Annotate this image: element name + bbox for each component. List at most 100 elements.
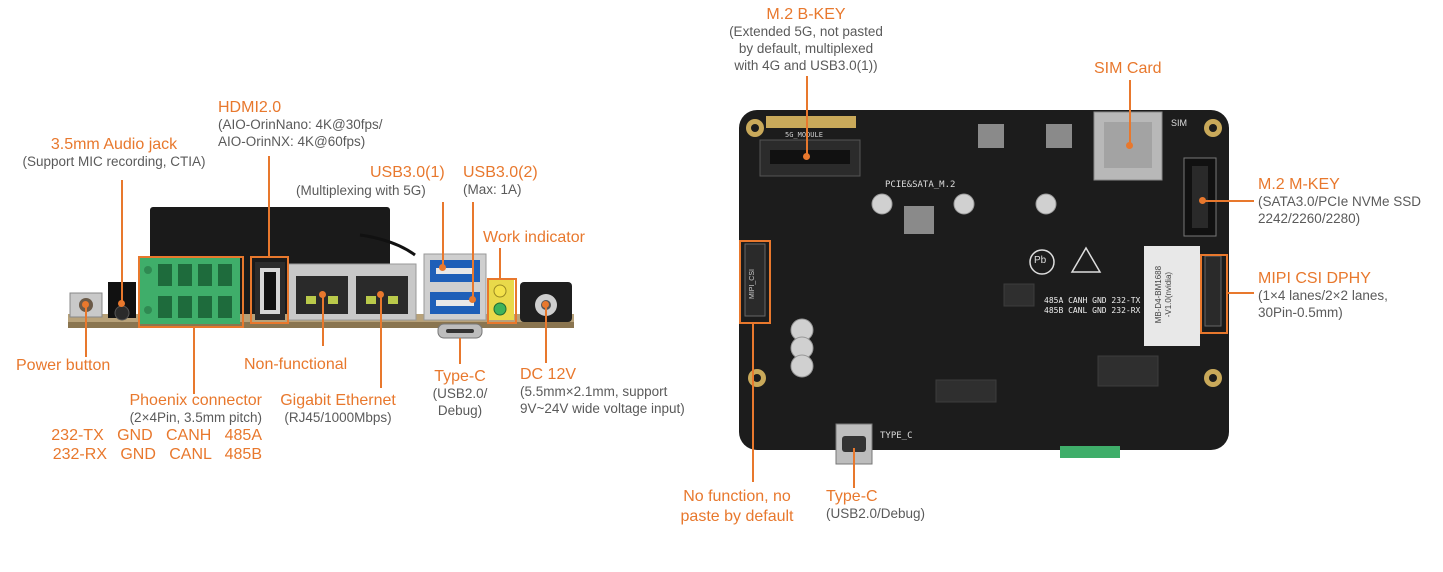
side-typec-part <box>437 323 483 339</box>
usb-stack-part <box>423 253 487 321</box>
no-function-label: No function, no paste by default <box>664 487 810 527</box>
m2-mkey-label: M.2 M-KEY (SATA3.0/PCIe NVMe SSD 2242/22… <box>1258 176 1421 228</box>
no-function-title-1: No function, no <box>683 488 791 505</box>
typec-top-detail: (USB2.0/Debug) <box>826 506 926 522</box>
silk-label-row2: 485B CANL GND 232-RX <box>1044 306 1141 315</box>
leader-usb2 <box>472 202 474 298</box>
typec-side-title: Type-C <box>434 368 486 385</box>
leader-mkey <box>1202 200 1254 202</box>
typec-side-label: Type-C (USB2.0/ Debug) <box>418 368 502 420</box>
leader-nonfunc-dot <box>319 291 326 298</box>
m2-bkey-title: M.2 B-KEY <box>766 6 846 23</box>
phoenix-box <box>138 256 244 328</box>
ethernet-title: Gigabit Ethernet <box>280 392 396 409</box>
silk-model: MB-D4-BM1688 <box>1154 265 1164 324</box>
ethernet-ports-part <box>287 263 417 321</box>
mipi-box-right <box>1200 254 1228 334</box>
leader-indicator <box>499 248 501 278</box>
hdmi-detail-1: (AIO-OrinNano: 4K@30fps/ <box>218 117 383 133</box>
leader-typec-top <box>853 448 855 488</box>
work-indicator-title: Work indicator <box>483 229 585 246</box>
typec-side-detail-2: Debug) <box>437 403 483 419</box>
audio-jack-detail: (Support MIC recording, CTIA) <box>22 154 206 170</box>
hdmi-box <box>250 256 289 324</box>
leader-dc <box>545 305 547 363</box>
leader-usb1 <box>442 202 444 266</box>
mipi-label: MIPI CSI DPHY (1×4 lanes/2×2 lanes, 30Pi… <box>1258 270 1388 322</box>
phoenix-label: Phoenix connector (2×4Pin, 3.5mm pitch) … <box>40 392 262 464</box>
silk-label-row1: 485A CANH GND 232-TX <box>1044 296 1141 305</box>
m2-mkey-detail-2: 2242/2260/2280) <box>1258 211 1361 227</box>
side-view-board <box>68 207 574 339</box>
leader-bkey-dot <box>803 153 810 160</box>
usb1-detail: (Multiplexing with 5G) <box>296 183 426 198</box>
typec-top-label: Type-C (USB2.0/Debug) <box>826 488 925 523</box>
silk-pcie-sata: PCIE&SATA_M.2 <box>885 180 956 190</box>
usb2-label: USB3.0(2) (Max: 1A) <box>463 164 538 199</box>
leader-usb1-dot <box>439 264 446 271</box>
phoenix-title: Phoenix connector <box>129 392 262 409</box>
audio-jack-label: 3.5mm Audio jack (Support MIC recording,… <box>2 136 226 171</box>
non-functional-label: Non-functional <box>244 356 347 374</box>
leader-ethernet-dot <box>377 291 384 298</box>
leader-nonfunc <box>322 294 324 346</box>
silk-rohs: Pb <box>1034 255 1047 266</box>
sim-label: SIM Card <box>1094 60 1162 78</box>
dc-title: DC 12V <box>520 366 577 383</box>
leader-hdmi <box>268 156 270 256</box>
leader-bkey <box>806 76 808 156</box>
leader-phoenix <box>193 326 195 394</box>
leader-no-function <box>752 322 754 482</box>
non-functional-title: Non-functional <box>244 356 348 373</box>
m2-bkey-detail-1: (Extended 5G, not pasted <box>729 24 883 40</box>
top-view-board <box>739 110 1229 465</box>
hdmi-title: HDMI2.0 <box>218 99 282 116</box>
mipi-detail-1: (1×4 lanes/2×2 lanes, <box>1258 288 1388 304</box>
typec-side-detail-1: (USB2.0/ <box>432 386 488 402</box>
usb1-detail-label: (Multiplexing with 5G) <box>296 183 426 200</box>
usb2-detail: (Max: 1A) <box>463 182 522 198</box>
leader-audio <box>121 180 123 302</box>
power-button-label: Power button <box>16 357 110 375</box>
usb1-title: USB3.0(1) <box>370 164 445 181</box>
dc-label: DC 12V (5.5mm×2.1mm, support 9V~24V wide… <box>520 366 685 418</box>
mipi-detail-2: 30Pin-0.5mm) <box>1258 305 1343 321</box>
ethernet-detail: (RJ45/1000Mbps) <box>284 410 392 426</box>
indicator-box <box>487 278 517 324</box>
m2-mkey-detail-1: (SATA3.0/PCIe NVMe SSD <box>1258 194 1422 210</box>
leader-power-dot <box>82 301 89 308</box>
m2-mkey-title: M.2 M-KEY <box>1258 176 1340 193</box>
leader-audio-dot <box>118 300 125 307</box>
leader-typec-side <box>459 338 461 364</box>
hdmi-label: HDMI2.0 (AIO-OrinNano: 4K@30fps/ AIO-Ori… <box>218 99 383 151</box>
leader-ethernet <box>380 294 382 388</box>
hdmi-detail-2: AIO-OrinNX: 4K@60fps) <box>218 134 366 150</box>
mipi-title: MIPI CSI DPHY <box>1258 270 1371 287</box>
m2-bkey-detail-2: by default, multiplexed <box>738 41 874 57</box>
hdmi-port-part <box>255 262 285 320</box>
ethernet-label: Gigabit Ethernet (RJ45/1000Mbps) <box>268 392 408 427</box>
work-indicator-leds <box>488 280 514 320</box>
m2-bkey-label: M.2 B-KEY (Extended 5G, not pasted by de… <box>688 6 924 75</box>
leader-sim-dot <box>1126 142 1133 149</box>
silk-sim: SIM <box>1171 118 1188 128</box>
no-function-title-2: paste by default <box>680 508 794 525</box>
leader-usb2-dot <box>469 296 476 303</box>
phoenix-pins-row1: 232-TX GND CANH 485A <box>51 427 262 445</box>
no-function-box <box>739 240 771 324</box>
phoenix-detail: (2×4Pin, 3.5mm pitch) <box>129 410 262 426</box>
leader-mkey-dot <box>1199 197 1206 204</box>
leader-power <box>85 305 87 357</box>
usb2-title: USB3.0(2) <box>463 164 538 181</box>
power-button-title: Power button <box>16 357 111 374</box>
m2-bkey-detail-3: with 4G and USB3.0(1)) <box>734 58 878 74</box>
usb1-label: USB3.0(1) <box>370 164 445 182</box>
phoenix-connector-part <box>140 258 240 324</box>
work-indicator-label: Work indicator <box>483 229 585 247</box>
leader-sim <box>1129 80 1131 144</box>
silk-5g-module: 5G_MODULE <box>785 131 823 139</box>
typec-top-title: Type-C <box>826 488 878 505</box>
silk-version: -V1.0(nvidia) <box>1164 271 1174 318</box>
sim-title: SIM Card <box>1094 60 1162 77</box>
